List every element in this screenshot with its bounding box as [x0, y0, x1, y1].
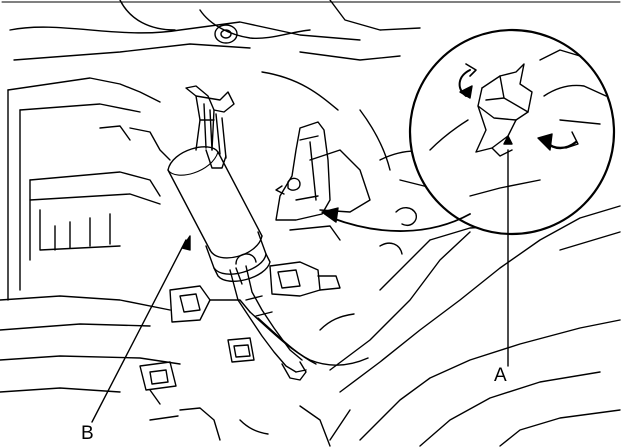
callout-lines	[91, 135, 513, 423]
detail-leader-arrow	[321, 207, 471, 232]
detail-magnifier	[408, 28, 616, 236]
callout-label-a: A	[494, 365, 507, 386]
receiver-drier-b	[167, 85, 307, 381]
callout-label-b: B	[81, 423, 94, 444]
mounting-bracket	[275, 121, 331, 221]
